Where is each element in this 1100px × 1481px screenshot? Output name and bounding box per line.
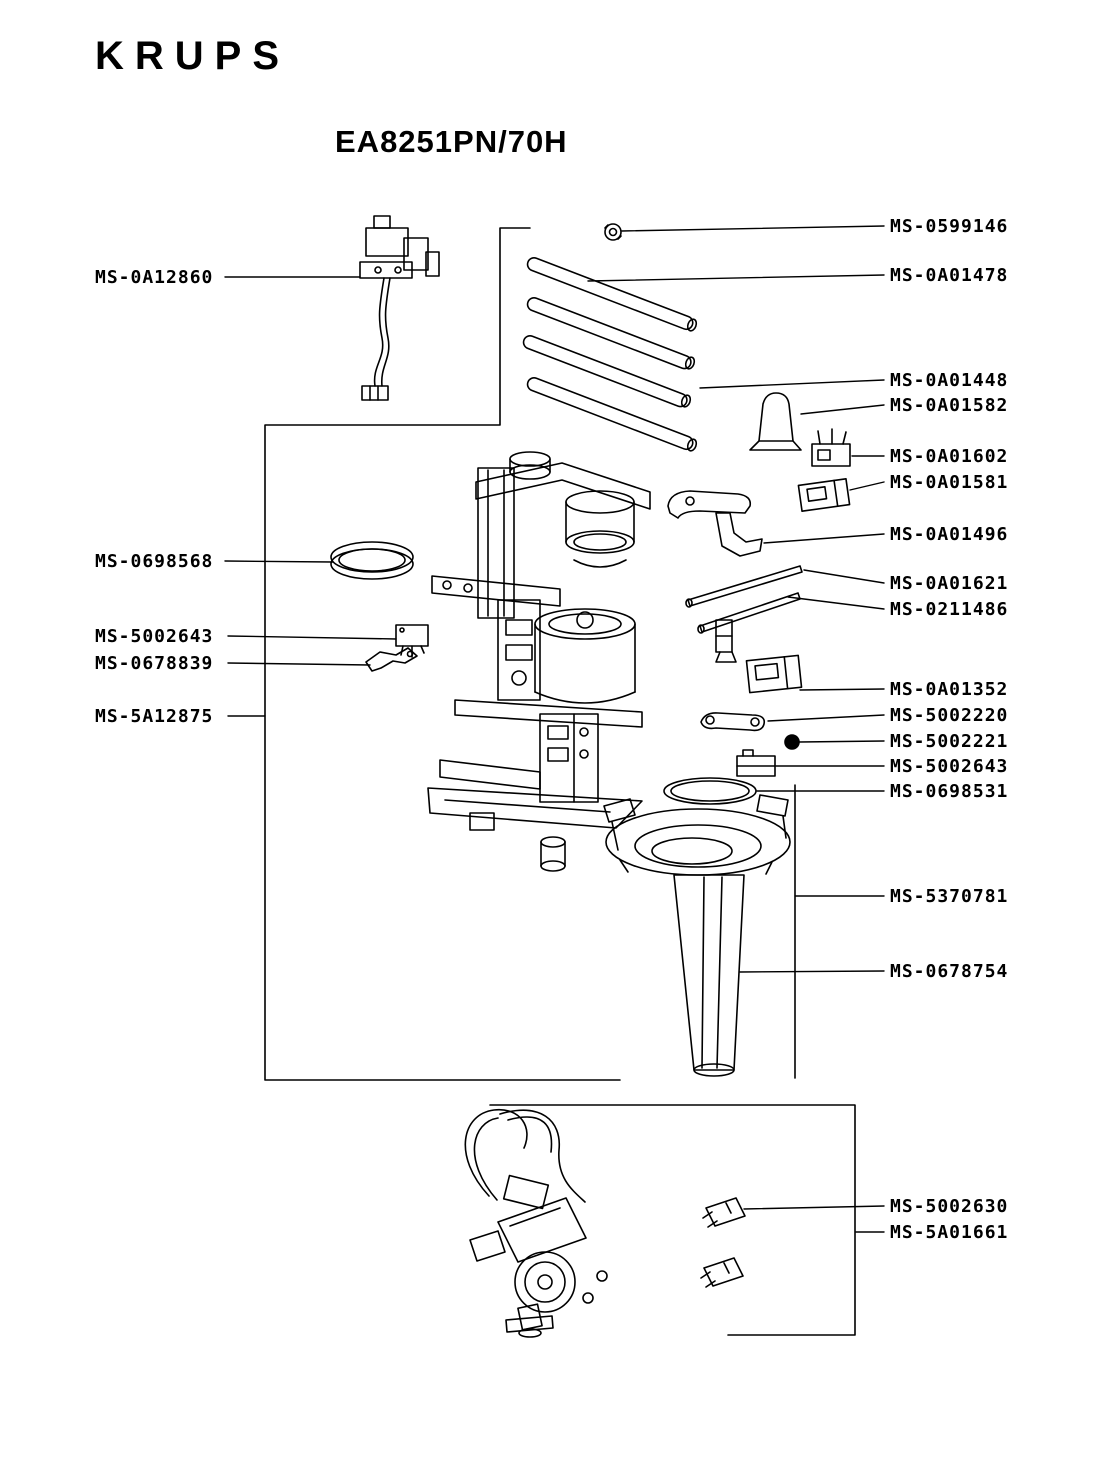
label-ms-0a01582: MS-0A01582	[890, 395, 1009, 416]
part-main-assembly	[427, 451, 651, 872]
part-nut	[604, 223, 622, 241]
part-small-bracket	[715, 619, 737, 663]
label-ms-5002643-right: MS-5002643	[890, 756, 1009, 777]
part-switch-bracket	[797, 477, 851, 513]
pump-bracket-line	[489, 1104, 856, 1336]
part-seal-dot	[784, 734, 800, 750]
part-pump-assembly	[464, 1109, 608, 1338]
label-ms-5002220: MS-5002220	[890, 705, 1009, 726]
label-ms-0a01496: MS-0A01496	[890, 524, 1009, 545]
part-microswitch-2	[736, 749, 776, 777]
page-title: EA8251PN/70H	[335, 124, 568, 159]
label-ms-0a01581: MS-0A01581	[890, 472, 1009, 493]
label-ms-5a12875: MS-5A12875	[95, 706, 214, 727]
label-ms-0a01602: MS-0A01602	[890, 446, 1009, 467]
part-oring-small	[663, 777, 757, 805]
label-ms-5370781: MS-5370781	[890, 886, 1009, 907]
label-ms-0a12860: MS-0A12860	[95, 267, 214, 288]
label-ms-5002643-left: MS-5002643	[95, 626, 214, 647]
part-clip-upper	[702, 1197, 746, 1228]
part-lever	[700, 712, 766, 732]
label-ms-0678754: MS-0678754	[890, 961, 1009, 982]
label-ms-0698531: MS-0698531	[890, 781, 1009, 802]
part-chute	[673, 874, 745, 1077]
part-support-arm	[667, 490, 763, 557]
part-clip-lower	[700, 1257, 744, 1288]
label-ms-5002630: MS-5002630	[890, 1196, 1009, 1217]
brand-logo: KRUPS	[95, 34, 291, 78]
assembly-bracket-line	[264, 227, 621, 1081]
label-ms-0599146: MS-0599146	[890, 216, 1009, 237]
part-cover	[749, 392, 802, 451]
part-tubes	[522, 257, 698, 452]
label-ms-5a01661: MS-5A01661	[890, 1222, 1009, 1243]
part-clip-left	[365, 647, 418, 672]
part-funnel	[603, 794, 791, 876]
part-switch-main	[745, 654, 803, 694]
part-valve-assembly	[359, 215, 440, 401]
label-ms-0678839: MS-0678839	[95, 653, 214, 674]
label-ms-0698568: MS-0698568	[95, 551, 214, 572]
label-ms-0a01478: MS-0A01478	[890, 265, 1009, 286]
label-ms-0a01621: MS-0A01621	[890, 573, 1009, 594]
label-ms-0211486: MS-0211486	[890, 599, 1009, 620]
label-ms-5002221: MS-5002221	[890, 731, 1009, 752]
label-ms-0a01352: MS-0A01352	[890, 679, 1009, 700]
part-switch-small	[811, 428, 851, 467]
part-rods	[685, 565, 803, 634]
leader-lines	[224, 225, 885, 1233]
label-ms-0a01448: MS-0A01448	[890, 370, 1009, 391]
part-oring-large	[330, 541, 414, 580]
